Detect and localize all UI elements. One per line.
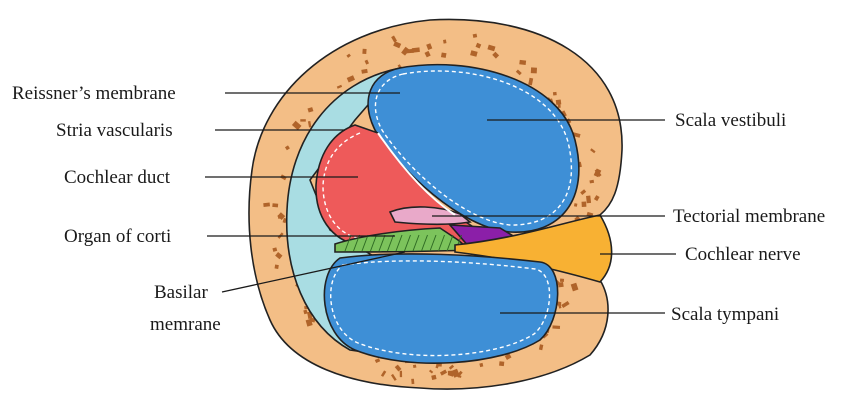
bone-speckle — [362, 49, 366, 54]
bone-speckle — [300, 119, 306, 121]
bone-speckle — [586, 196, 591, 204]
label-reissners-membrane: Reissner’s membrane — [12, 83, 176, 104]
bone-speckle — [443, 40, 446, 44]
bone-speckle — [411, 379, 414, 384]
label-basilar-line1: Basilar — [154, 282, 208, 303]
bone-speckle — [275, 265, 279, 269]
bone-speckle — [473, 34, 478, 38]
bone-speckle — [558, 104, 561, 108]
bone-speckle — [582, 202, 587, 208]
bone-speckle — [574, 203, 577, 207]
bone-speckle — [400, 371, 402, 377]
bone-speckle — [272, 203, 278, 207]
label-cochlear-nerve: Cochlear nerve — [685, 244, 801, 265]
label-basilar-line2: memrane — [150, 314, 221, 335]
bone-speckle — [531, 67, 537, 73]
label-tectorial-membrane: Tectorial membrane — [673, 206, 825, 227]
label-scala-tympani: Scala tympani — [671, 304, 779, 325]
bone-speckle — [556, 100, 562, 105]
bone-speckle — [552, 325, 560, 329]
bone-speckle — [263, 203, 270, 207]
label-stria-vascularis: Stria vascularis — [56, 120, 173, 141]
scala-tympani-region — [324, 254, 557, 363]
bone-speckle — [560, 279, 564, 283]
label-organ-of-corti: Organ of corti — [64, 226, 171, 247]
bone-speckle — [441, 52, 447, 57]
bone-speckle — [519, 60, 526, 65]
bone-speckle — [553, 92, 557, 96]
bone-speckle — [413, 365, 416, 368]
bone-speckle — [499, 361, 504, 366]
label-scala-vestibuli: Scala vestibuli — [675, 110, 786, 131]
label-cochlear-duct: Cochlear duct — [64, 167, 171, 188]
bone-speckle — [406, 49, 414, 53]
bone-speckle — [558, 282, 564, 287]
